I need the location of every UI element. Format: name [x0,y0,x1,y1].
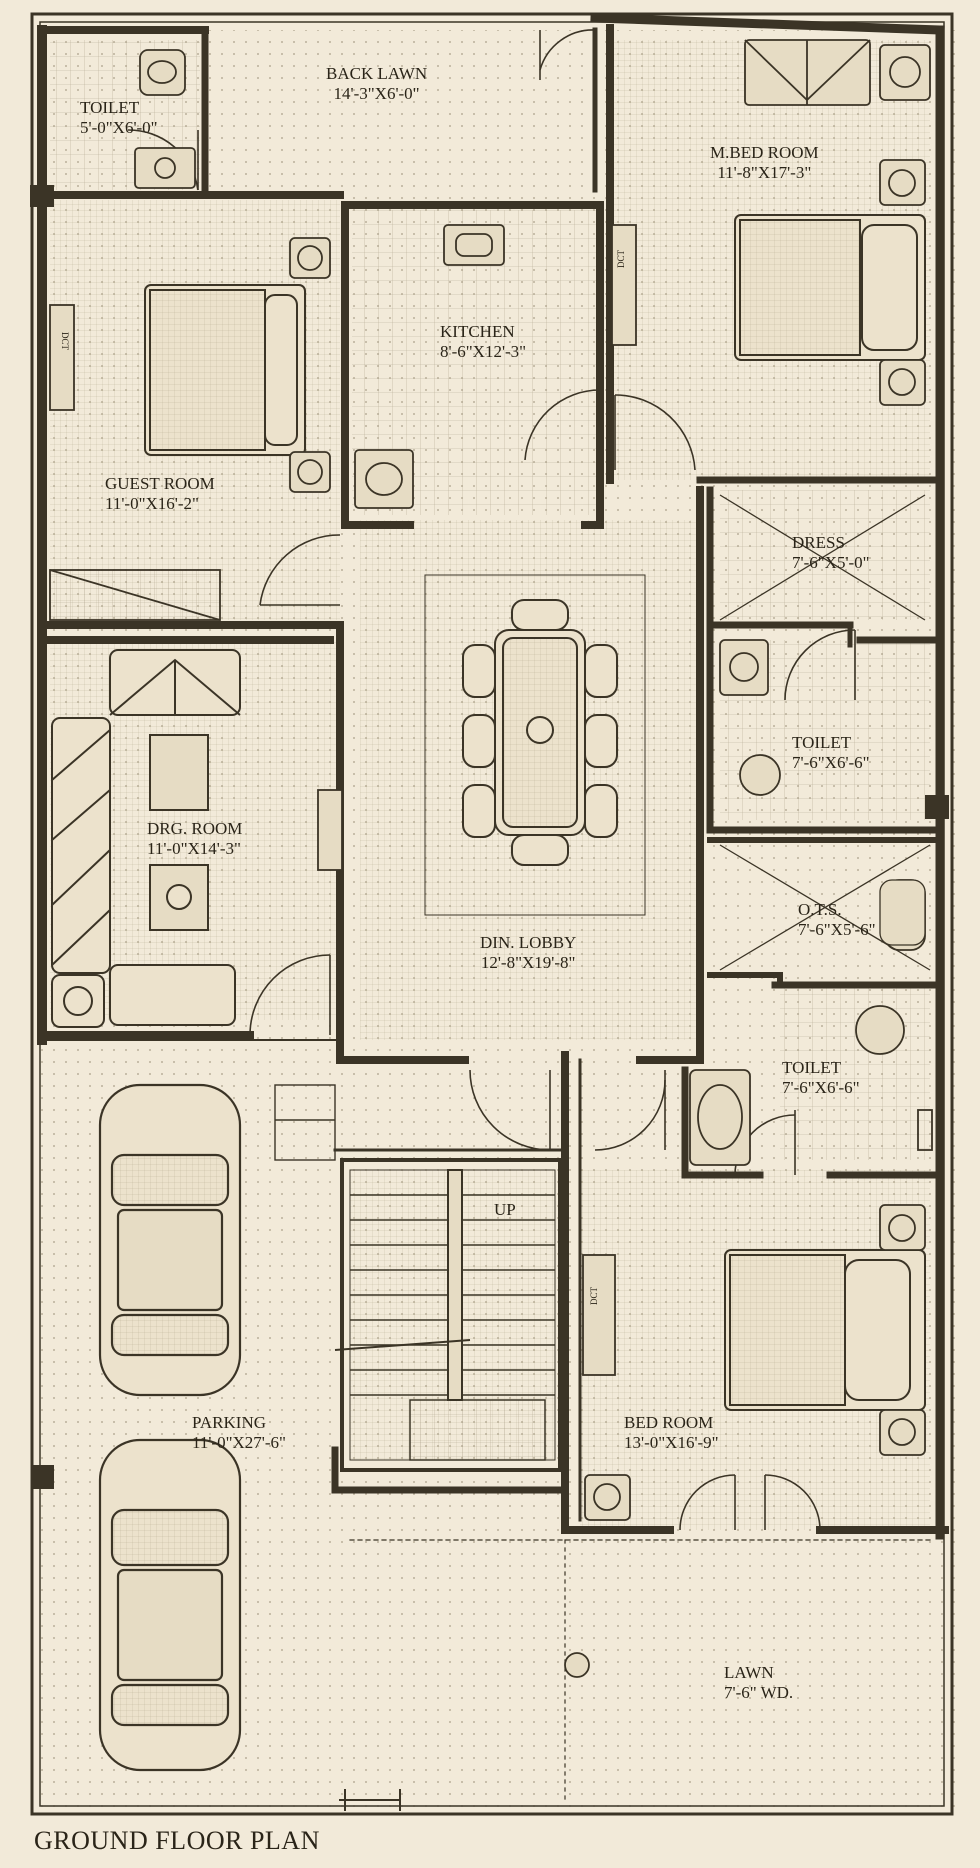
room-name: O.T.S. [798,900,842,919]
room-label-dining-lobby: DIN. LOBBY 12'-8"X19'-8" [480,933,576,973]
room-label-toilet-low: TOILET 7'-6"X6'-6" [782,1058,860,1098]
room-dims: 12'-8"X19'-8" [480,953,576,972]
bed-furniture [144,214,926,1411]
stair-label-up: UP [494,1200,516,1220]
room-name: BACK LAWN [326,64,428,83]
room-dims: 11'-8"X17'-3" [717,163,812,182]
room-name: PARKING [192,1413,267,1432]
dct-panels [49,224,637,1376]
room-name: KITCHEN [440,322,515,341]
ots-and-dress-marks [719,494,931,971]
walls [30,12,954,1816]
room-label-toilet-mid: TOILET 7'-6"X6'-6" [792,733,870,773]
room-label-bed-room: BED ROOM 13'-0"X16'-9" [624,1413,719,1453]
plan-title: GROUND FLOOR PLAN [34,1826,320,1855]
room-dims: 14'-3"X6'-0" [333,84,420,103]
room-name: M.BED ROOM [710,143,819,162]
dining-table [424,574,646,916]
stair-direction: UP [494,1200,516,1219]
fixtures [134,39,933,1678]
room-name: GUEST ROOM [105,474,215,493]
room-label-kitchen: KITCHEN 8'-6"X12'-3" [440,322,526,362]
room-name: TOILET [792,733,852,752]
room-dims: 7'-6"X5'-0" [792,553,870,572]
room-label-drawing-room: DRG. ROOM 11'-0"X14'-3" [147,819,242,859]
cars [98,1083,242,1772]
room-dims: 7'-6"X6'-6" [782,1078,860,1097]
sofa-set [51,649,241,1028]
room-name: DRG. ROOM [147,819,243,838]
dct-mark-bed: DCT [589,1286,599,1305]
room-dims: 11'-0"X27'-6" [192,1433,286,1452]
room-name: DRESS [792,533,845,552]
room-dims: 7'-6"X5'-6" [798,920,876,939]
room-label-ots: O.T.S. 7'-6"X5'-6" [798,900,876,940]
room-name: DIN. LOBBY [480,933,577,952]
room-dims: 5'-0"X6'-0" [80,118,158,137]
parking-marks [274,1084,336,1161]
door-swings [127,29,856,1531]
room-label-toilet-top: TOILET 5'-0"X6'-0" [80,98,158,138]
room-dims: 8'-6"X12'-3" [440,342,527,361]
room-name: TOILET [80,98,140,117]
room-name: TOILET [782,1058,842,1077]
room-dims: 11'-0"X14'-3" [147,839,241,858]
room-label-back-lawn: BACK LAWN 14'-3"X6'-0" [326,64,427,104]
dct-mark-guest: DCT [60,332,70,351]
room-dims: 13'-0"X16'-9" [624,1433,719,1452]
room-label-guest-room: GUEST ROOM 11'-0"X16'-2" [105,474,215,514]
room-name: LAWN [724,1663,774,1682]
room-label-lawn: LAWN 7'-6" WD. [724,1663,793,1703]
room-dims: 7'-6"X6'-6" [792,753,870,772]
room-label-dress: DRESS 7'-6"X5'-0" [792,533,870,573]
staircase [334,1169,556,1461]
room-label-parking: PARKING 11'-0"X27'-6" [192,1413,286,1453]
room-dims: 11'-0"X16'-2" [105,494,199,513]
dct-labels: DCT DCT DCT [60,249,626,1305]
room-name: BED ROOM [624,1413,714,1432]
room-label-master-bed: M.BED ROOM 11'-8"X17'-3" [710,143,819,183]
dct-mark-kitchen: DCT [616,249,626,268]
room-dims: 7'-6" WD. [724,1683,794,1702]
